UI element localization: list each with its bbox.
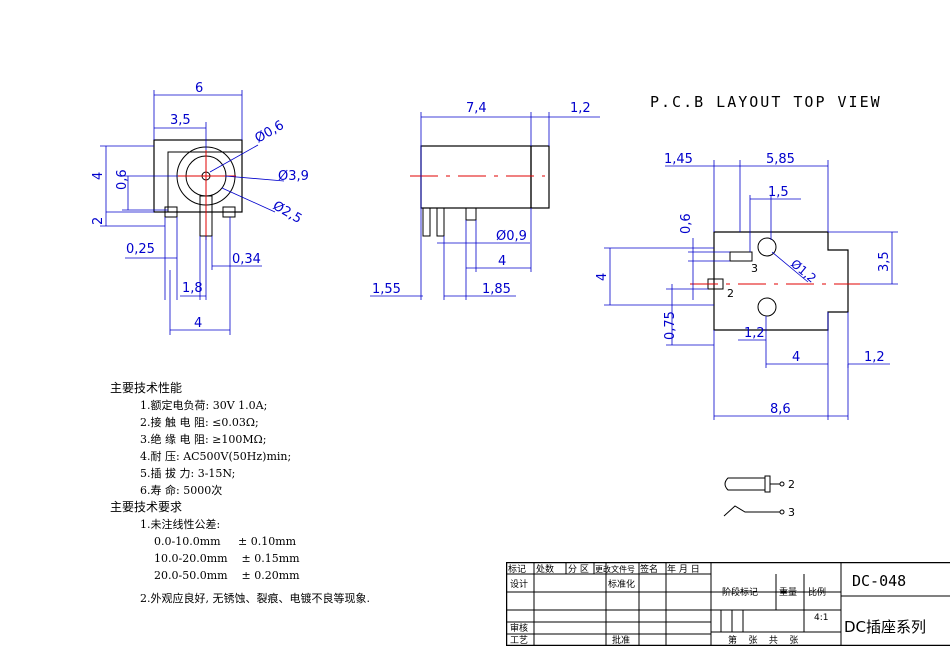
notes-heading-requirements: 主要技术要求 (110, 499, 370, 516)
tolerance-line-3: 20.0-50.0mm ± 0.20mm (110, 567, 370, 584)
title-block: 标记 处数 分 区 更改文件号 签名 年 月 日 设计 标准化 阶段标记 重量 … (506, 562, 950, 646)
pcb-title: P.C.B LAYOUT TOP VIEW (650, 93, 882, 111)
pcb-dim-5-85: 5,85 (766, 152, 795, 167)
pin-label-2: 2 (727, 287, 734, 300)
pcb-dim-1-2-b: 1,2 (864, 350, 885, 365)
tb-part-no: DC-048 (852, 572, 906, 590)
dim-0-34: 0,34 (232, 252, 261, 267)
schematic-pin-2: 2 (788, 478, 795, 491)
tb-fenqu: 分 区 (568, 564, 589, 575)
perf-line-3: 3.绝 缘 电 阻: ≥100MΩ; (110, 431, 370, 448)
mount-hole-2 (758, 298, 776, 316)
tb-design: 设计 (510, 578, 528, 590)
dim-2: 2 (91, 217, 106, 225)
tb-date: 年 月 日 (667, 563, 700, 575)
pcb-dim-1-5: 1,5 (768, 185, 789, 200)
tb-biaoji: 标记 (508, 563, 526, 575)
dim-1-55: 1,55 (372, 282, 401, 297)
dim-7-4: 7,4 (466, 101, 487, 116)
dim-1-8: 1,8 (182, 281, 203, 296)
pcb-dia-1-2: Ø1,2 (788, 257, 819, 286)
pin-label-3: 3 (751, 262, 758, 275)
pin-schematic (724, 476, 784, 516)
pcb-dim-4-h: 4 (792, 350, 800, 365)
tb-chushu: 处数 (536, 563, 554, 575)
pcb-dim-0-75: 0,75 (663, 311, 678, 340)
tb-craft: 工艺 (510, 635, 528, 646)
req-line-2: 2.外观应良好, 无锈蚀、裂痕、电镀不良等现象. (110, 590, 370, 607)
pad-3 (730, 252, 752, 261)
dim-4-v: 4 (91, 172, 106, 180)
side-view: 7,4 1,2 Ø0,9 4 1,55 1,85 (370, 101, 600, 300)
perf-line-1: 1.额定电负荷: 30V 1.0A; (110, 397, 370, 414)
dim-1-2: 1,2 (570, 101, 591, 116)
dim-0-25: 0,25 (126, 242, 155, 257)
dia-2-5: Ø2,5 (270, 198, 304, 226)
dim-1-85: 1,85 (482, 282, 511, 297)
dia-0-9: Ø0,9 (496, 229, 527, 244)
pcb-dim-4-v: 4 (595, 273, 610, 281)
tb-part-name: DC插座系列 (844, 618, 926, 636)
dim-6: 6 (195, 81, 203, 96)
dim-4-h: 4 (194, 316, 202, 331)
perf-line-2: 2.接 触 电 阻: ≤0.03Ω; (110, 414, 370, 431)
side-front (531, 146, 549, 208)
perf-line-4: 4.耐 压: AC500V(50Hz)min; (110, 448, 370, 465)
notes-heading-performance: 主要技术性能 (110, 380, 370, 397)
front-view: 6 3,5 4 0,6 2 0,25 1,8 0,34 4 Ø0,6 Ø3,9 … (91, 81, 309, 335)
dim-0-6: 0,6 (115, 169, 130, 190)
technical-notes: 主要技术性能 1.额定电负荷: 30V 1.0A; 2.接 触 电 阻: ≤0.… (110, 380, 370, 607)
tb-stage: 阶段标记 (722, 586, 758, 598)
dim-4-side: 4 (498, 254, 506, 269)
req-line-1: 1.未注线性公差: (110, 516, 370, 533)
tb-sheet: 第 张 共 张 (728, 634, 798, 646)
schematic-pin-3: 3 (788, 506, 795, 519)
perf-line-6: 6.寿 命: 5000次 (110, 482, 370, 499)
dia-0-6: Ø0,6 (253, 118, 287, 146)
pcb-dim-3-5: 3,5 (877, 251, 892, 272)
pcb-dim-1-45: 1,45 (664, 152, 693, 167)
tb-weight: 重量 (779, 586, 797, 598)
side-pin-1 (423, 208, 430, 236)
tolerance-line-2: 10.0-20.0mm ± 0.15mm (110, 550, 370, 567)
side-body (421, 146, 531, 208)
dia-3-9: Ø3,9 (278, 169, 309, 184)
tb-approve: 批准 (612, 634, 630, 646)
tb-scale-label: 比例 (808, 586, 826, 598)
pcb-dim-8-6: 8,6 (770, 402, 791, 417)
tb-review: 审核 (510, 622, 528, 634)
dim-3-5: 3,5 (170, 113, 191, 128)
tolerance-line-1: 0.0-10.0mm ± 0.10mm (110, 533, 370, 550)
tb-qianming: 签名 (640, 563, 658, 575)
tb-scale: 4:1 (814, 613, 828, 623)
pcb-dim-1-2-a: 1,2 (744, 326, 765, 341)
pcb-dim-0-6: 0,6 (679, 213, 694, 234)
pcb-view: 3 2 (595, 152, 898, 420)
tb-standard: 标准化 (608, 578, 635, 590)
tb-genggai: 更改文件号 (595, 564, 635, 574)
perf-line-5: 5.插 拔 力: 3-15N; (110, 465, 370, 482)
side-pin-2 (437, 208, 444, 236)
side-pin-3 (466, 208, 476, 220)
